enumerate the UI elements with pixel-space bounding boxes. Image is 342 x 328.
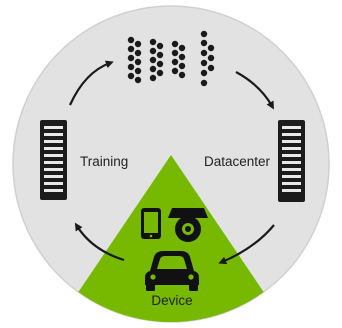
cycle-arrow-icon <box>68 60 114 106</box>
smartphone-icon <box>141 208 161 239</box>
device-wedge <box>54 155 288 322</box>
cycle-arrow-icon <box>74 222 125 262</box>
device-label: Device <box>151 293 192 308</box>
cycle-arrows <box>68 60 275 265</box>
security-camera-icon <box>168 208 208 242</box>
training-label: Training <box>80 154 128 169</box>
cycle-arrow-icon <box>235 71 274 110</box>
server-rack-icon <box>40 120 67 200</box>
neural-network-icon <box>127 30 215 87</box>
server-rack-icon <box>278 120 305 202</box>
cycle-arrow-icon <box>218 224 275 265</box>
car-icon <box>145 251 199 291</box>
datacenter-label: Datacenter <box>204 154 271 169</box>
